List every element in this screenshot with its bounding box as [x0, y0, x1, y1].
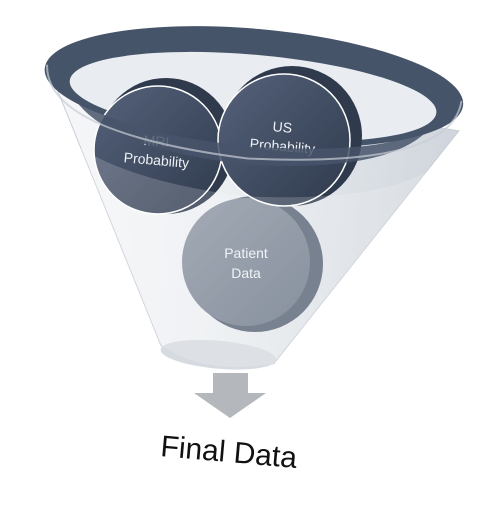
input-us-probability: US Probability [217, 66, 362, 207]
input-items: Patient Data MRI Probability US Probabil… [93, 66, 362, 332]
down-arrow-icon [194, 373, 266, 418]
patient-data-label-line2: Data [231, 265, 261, 281]
funnel-spout [160, 339, 277, 370]
patient-data-label-line1: Patient [224, 245, 268, 261]
final-data-label: Final Data [159, 430, 298, 475]
us-label-line1: US [272, 118, 293, 136]
funnel-front-rim [46, 64, 463, 166]
funnel-glass [63, 134, 432, 368]
mri-label-line2: Probability [123, 149, 190, 171]
input-patient-data: Patient Data [182, 196, 323, 332]
